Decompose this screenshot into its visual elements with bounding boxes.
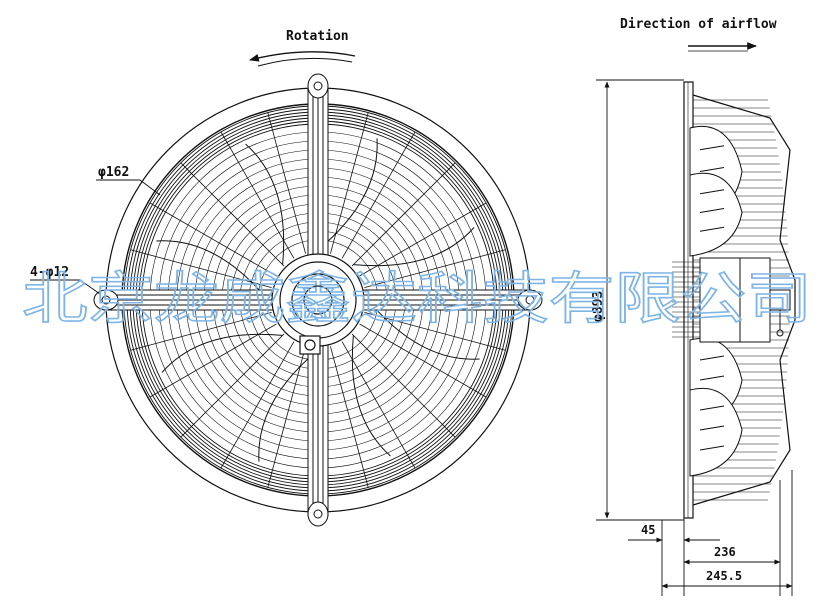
guard-strut [220,341,295,469]
blade-edge [245,143,285,265]
guard-strut [364,249,506,288]
rotation-label: Rotation [286,29,349,44]
blade-slot [699,445,725,451]
side-motor [699,257,791,343]
rotation-arrow [249,51,356,67]
side-blade [689,172,743,257]
airflow-arrow [688,42,757,52]
side-view [672,81,796,519]
blade-edge [353,227,475,267]
guard-strut [330,346,369,488]
blade-slot [699,208,725,213]
guard-strut [351,162,456,267]
guard-strut [359,202,487,277]
blade-edge [161,333,283,373]
guard-strut [149,323,277,398]
motor-fins [672,261,700,338]
blade-edge [317,138,378,251]
dim-2455-label: 245.5 [706,569,742,583]
blade-slot [699,405,725,411]
blade-slot [699,189,725,195]
guard-strut [220,131,295,259]
guard-strut [180,333,285,438]
side-blades [689,126,743,477]
guard-strut [341,341,416,469]
blade-slot [699,355,725,361]
guard-strut [267,112,306,254]
dim-236-label: 236 [714,545,736,559]
guard-strut [330,112,369,254]
blade-slot [699,145,725,151]
guard-strut [267,346,306,488]
blade-edge [258,349,319,462]
guard-strut [130,312,272,351]
guard-strut [149,202,277,277]
mount-holes-leader [30,279,101,295]
guard-strut [359,323,487,398]
blade-edge [351,335,391,457]
depth-dimensions [628,470,793,596]
motor-hub [271,253,365,355]
side-blade [689,387,743,477]
guard-strut [364,312,506,351]
fan-blades [156,138,480,462]
front-view [93,73,543,527]
guard-strut [351,333,456,438]
blade-edge [156,240,269,301]
mount-holes-label: 4-φ12 [30,265,69,280]
guard-strut [130,249,272,288]
guard-strut [341,131,416,259]
company-watermark: 北京龙成鑫达科技有限公司 [22,267,812,332]
airflow-label: Direction of airflow [620,17,777,32]
blade-edge [367,299,480,360]
overall-diameter-dimension [596,79,684,521]
guard-strut [180,162,285,267]
blade-slot [699,226,725,232]
overall-diameter-label: φ893 [591,291,606,322]
blade-slot [699,375,725,381]
hub-diameter-label: φ162 [98,165,129,180]
blade-slot [699,425,725,431]
dim-45-label: 45 [641,523,655,537]
blade-slot [699,167,725,172]
hub-diameter-leader [96,179,161,196]
